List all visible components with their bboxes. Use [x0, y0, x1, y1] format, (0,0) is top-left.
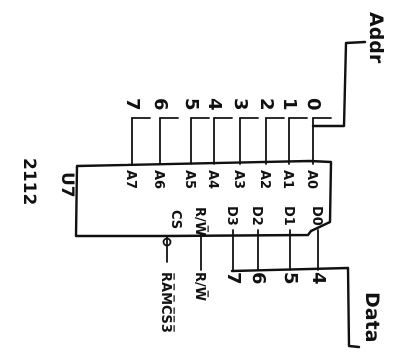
address-number: 2: [256, 98, 277, 111]
chip-designator: U7: [57, 172, 77, 198]
data-pin-label: D2: [249, 206, 264, 226]
data-bus-label: Data: [361, 292, 383, 343]
address-number: 6: [150, 98, 171, 111]
address-pin-label: A2: [257, 170, 272, 189]
address-pin-label: A0: [304, 170, 319, 189]
address-number: 5: [181, 98, 202, 111]
address-pin-label: A3: [231, 170, 246, 189]
data-pin-label: D3: [224, 206, 239, 226]
cs-inversion-bubble: [162, 237, 172, 247]
address-pin-label: A7: [123, 170, 138, 189]
address-bus-label: Addr: [365, 12, 387, 64]
address-pin-label: A6: [151, 170, 166, 189]
data-number: 5: [280, 272, 301, 285]
address-pin-label: A4: [205, 170, 220, 189]
data-pin-label: D0: [309, 206, 324, 226]
data-number: 7: [223, 272, 244, 285]
address-bus-line: [311, 40, 367, 128]
rw-pin-label: R/W̅: [192, 207, 207, 236]
address-number: 0: [303, 98, 324, 111]
data-number: 4: [308, 272, 329, 285]
cs-pin-label: CS: [168, 210, 183, 229]
address-pin-label: A5: [182, 170, 197, 189]
rw-signal-label: R/W̅: [192, 272, 207, 301]
address-number: 4: [204, 98, 225, 111]
address-pins: 0A0 1A1 2A2 3A3 4A4 5A5 6A6 7A7: [122, 98, 332, 189]
data-pins: 4 D0 5 D1 6 D2 7 D3: [223, 206, 329, 285]
chip-body: [74, 159, 333, 238]
address-number: 7: [122, 98, 143, 111]
address-number: 3: [230, 98, 251, 111]
cs-signal-label: R̅A̅M̅C̅S̅3̅: [158, 272, 173, 333]
data-number: 6: [248, 272, 269, 285]
data-pin-label: D1: [281, 206, 296, 226]
address-number: 1: [279, 98, 300, 111]
chip-part-number: 2112: [19, 158, 39, 205]
address-pin-label: A1: [280, 170, 295, 189]
